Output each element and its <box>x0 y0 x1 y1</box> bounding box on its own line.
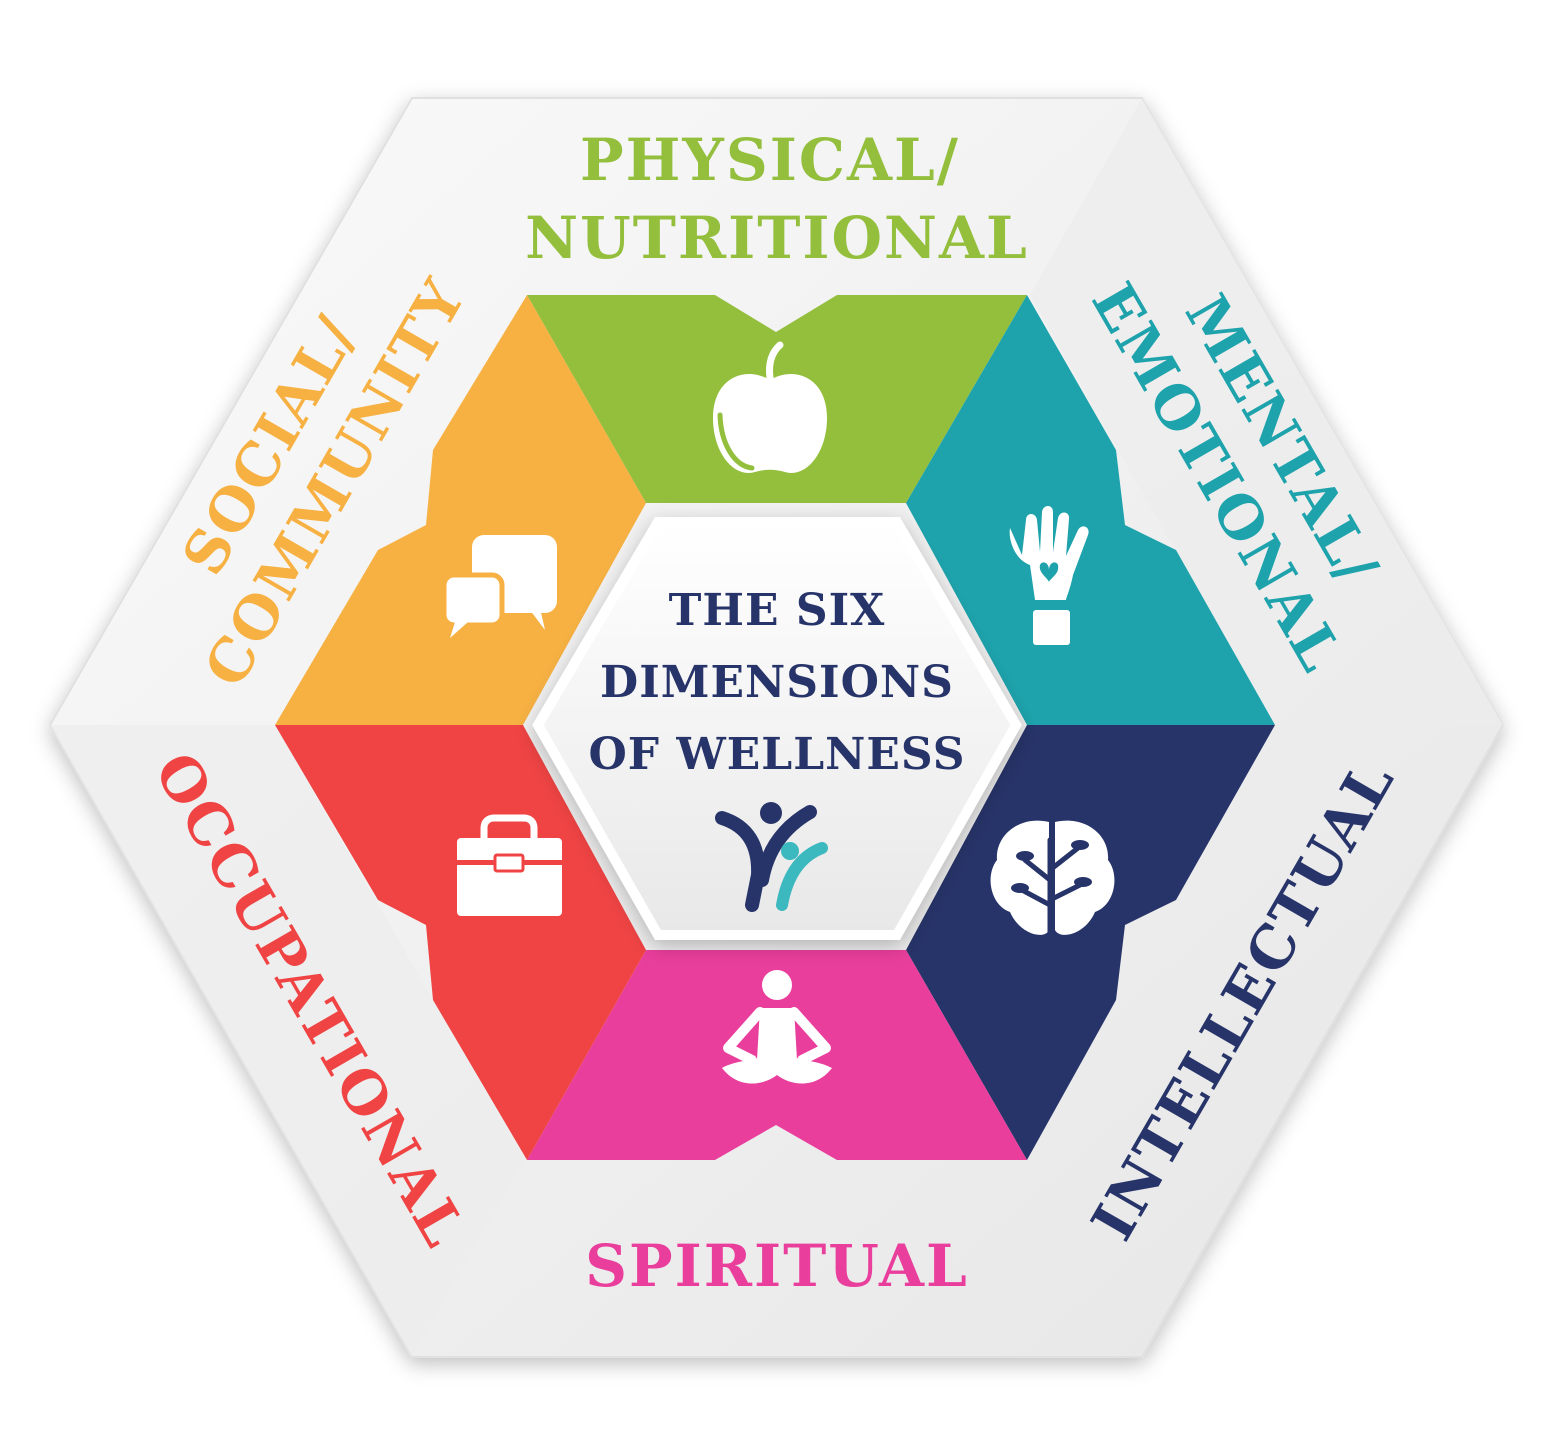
outer-facet-right <box>1030 98 1503 725</box>
outer-facet-left <box>50 725 525 1357</box>
label-physical-line2: NUTRITIONAL <box>525 204 1029 272</box>
center-hexagon <box>532 517 1022 940</box>
label-physical-line1: PHYSICAL/ <box>580 126 960 194</box>
center-title-line3: OF WELLNESS <box>588 729 965 780</box>
segment-occupational[interactable] <box>275 725 646 1160</box>
segment-intellectual[interactable] <box>906 725 1275 1160</box>
label-spiritual: SPIRITUAL <box>585 1232 969 1300</box>
apple-icon <box>712 341 828 473</box>
speech-bubbles-icon <box>441 535 557 638</box>
wellness-logo-icon <box>715 802 828 912</box>
hand-heart-icon <box>1009 506 1089 645</box>
center-title-line1: THE SIX <box>669 585 886 636</box>
brain-tree-icon <box>990 820 1115 938</box>
toolbox-icon <box>457 814 562 916</box>
center-title-line2: DIMENSIONS <box>600 657 954 708</box>
segment-mental[interactable] <box>906 295 1275 725</box>
meditation-icon <box>722 970 832 1084</box>
segment-social[interactable] <box>275 295 646 725</box>
